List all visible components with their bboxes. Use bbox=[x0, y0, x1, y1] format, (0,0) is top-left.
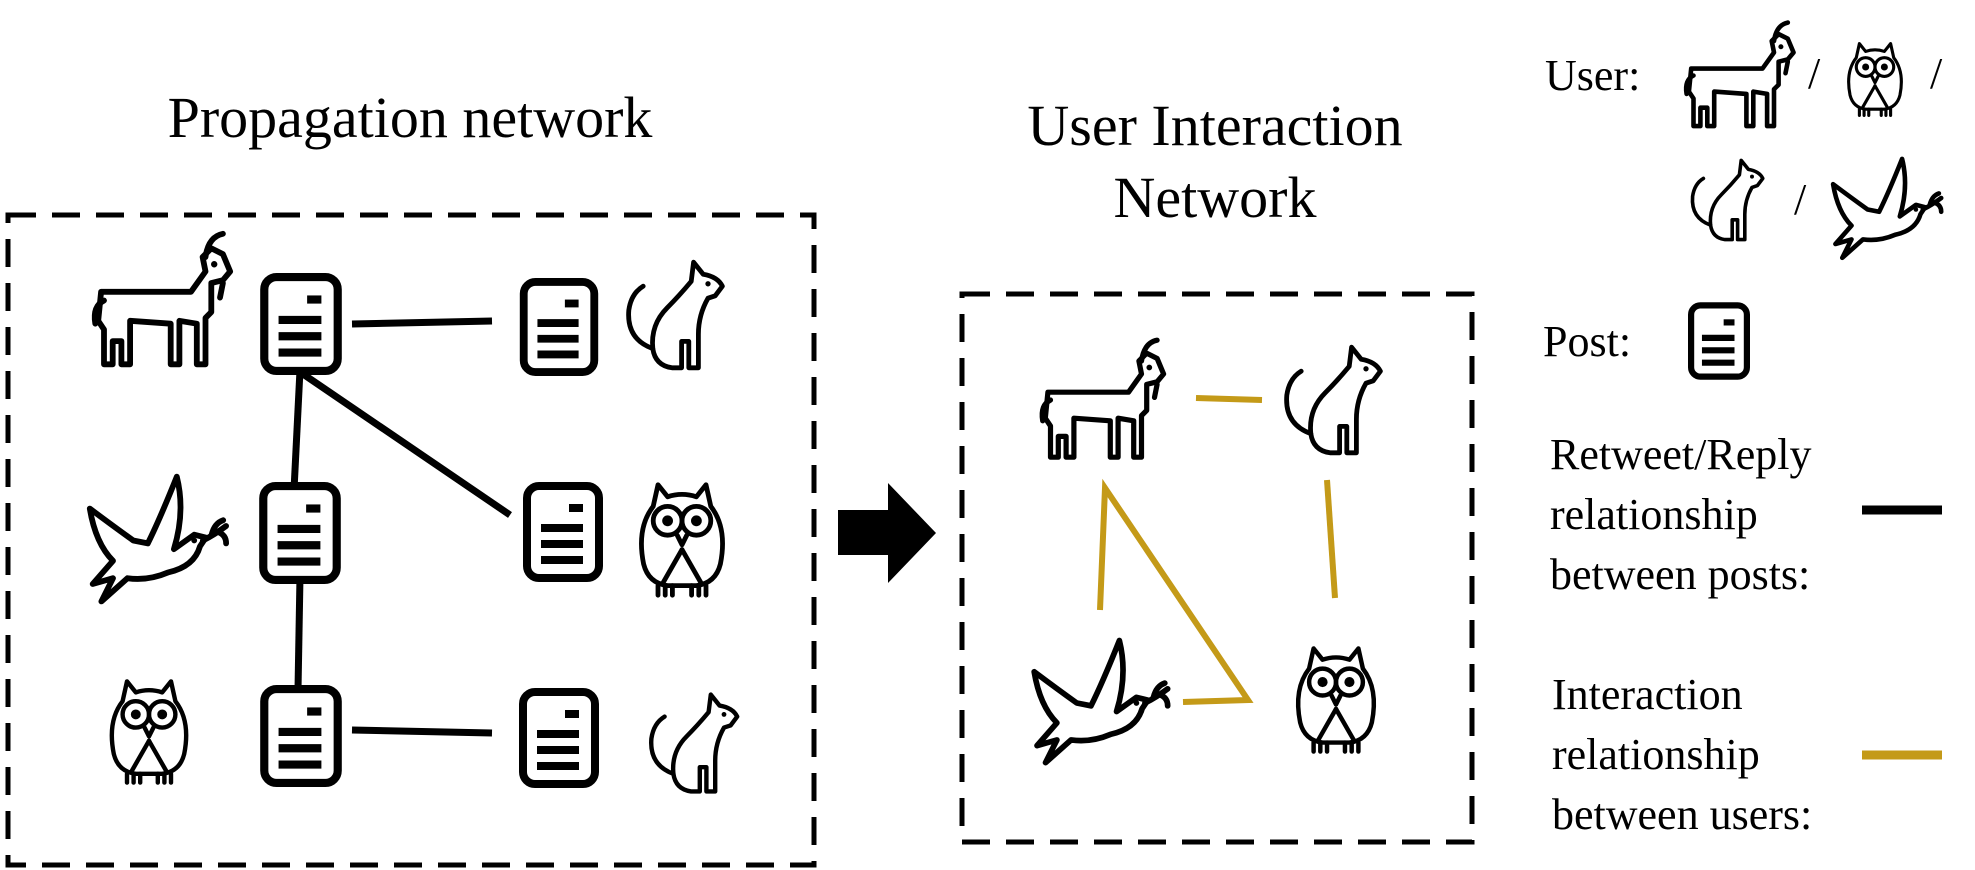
cat-icon bbox=[1287, 347, 1381, 453]
interaction-network-title-line2: Network bbox=[1113, 165, 1317, 230]
legend-interaction-line2: relationship bbox=[1552, 730, 1760, 779]
legend-retweet-line3: between posts: bbox=[1550, 550, 1811, 599]
goat-icon bbox=[95, 234, 230, 364]
cat-icon bbox=[651, 695, 737, 792]
legend-user-label: User: bbox=[1545, 51, 1641, 100]
retweet-edge bbox=[298, 369, 512, 518]
dove-icon bbox=[1034, 641, 1167, 763]
interaction-network-title-line1: User Interaction bbox=[1027, 93, 1403, 158]
retweet-edge bbox=[290, 369, 304, 491]
retweet-edge bbox=[351, 726, 493, 737]
goat-icon bbox=[1686, 23, 1793, 127]
legend-separator: / bbox=[1794, 175, 1807, 224]
retweet-edge bbox=[351, 317, 493, 328]
post-icon bbox=[264, 277, 337, 371]
post-icon bbox=[264, 689, 337, 783]
legend-separator: / bbox=[1808, 49, 1821, 98]
propagation-frame bbox=[5, 212, 817, 868]
owl-icon bbox=[112, 681, 186, 782]
legend-post-label: Post: bbox=[1543, 317, 1632, 366]
legend-retweet-line2: relationship bbox=[1550, 490, 1758, 539]
interaction-edge bbox=[1324, 479, 1338, 599]
cat-icon bbox=[629, 262, 723, 368]
owl-icon bbox=[1849, 44, 1902, 116]
cat-icon bbox=[1692, 160, 1762, 239]
legend-interaction-line3: between users: bbox=[1552, 790, 1813, 839]
dove-icon bbox=[1833, 159, 1941, 258]
arrow-right-icon bbox=[838, 483, 936, 583]
legend-retweet-line1: Retweet/Reply bbox=[1550, 430, 1812, 479]
post-icon bbox=[263, 486, 336, 580]
post-icon bbox=[527, 486, 599, 578]
owl-icon bbox=[1298, 648, 1374, 751]
owl-icon bbox=[641, 485, 722, 595]
dove-icon bbox=[90, 477, 226, 602]
post-icon bbox=[1691, 305, 1747, 376]
legend-separator: / bbox=[1930, 49, 1943, 98]
retweet-edge bbox=[294, 575, 304, 691]
interaction-edge bbox=[1097, 478, 1254, 705]
post-icon bbox=[524, 282, 595, 372]
post-icon bbox=[523, 692, 595, 784]
goat-icon bbox=[1042, 340, 1163, 457]
interaction-edge bbox=[1195, 395, 1263, 403]
legend-interaction-line1: Interaction bbox=[1552, 670, 1743, 719]
interaction-frame bbox=[959, 291, 1475, 845]
propagation-network-title: Propagation network bbox=[167, 85, 653, 150]
